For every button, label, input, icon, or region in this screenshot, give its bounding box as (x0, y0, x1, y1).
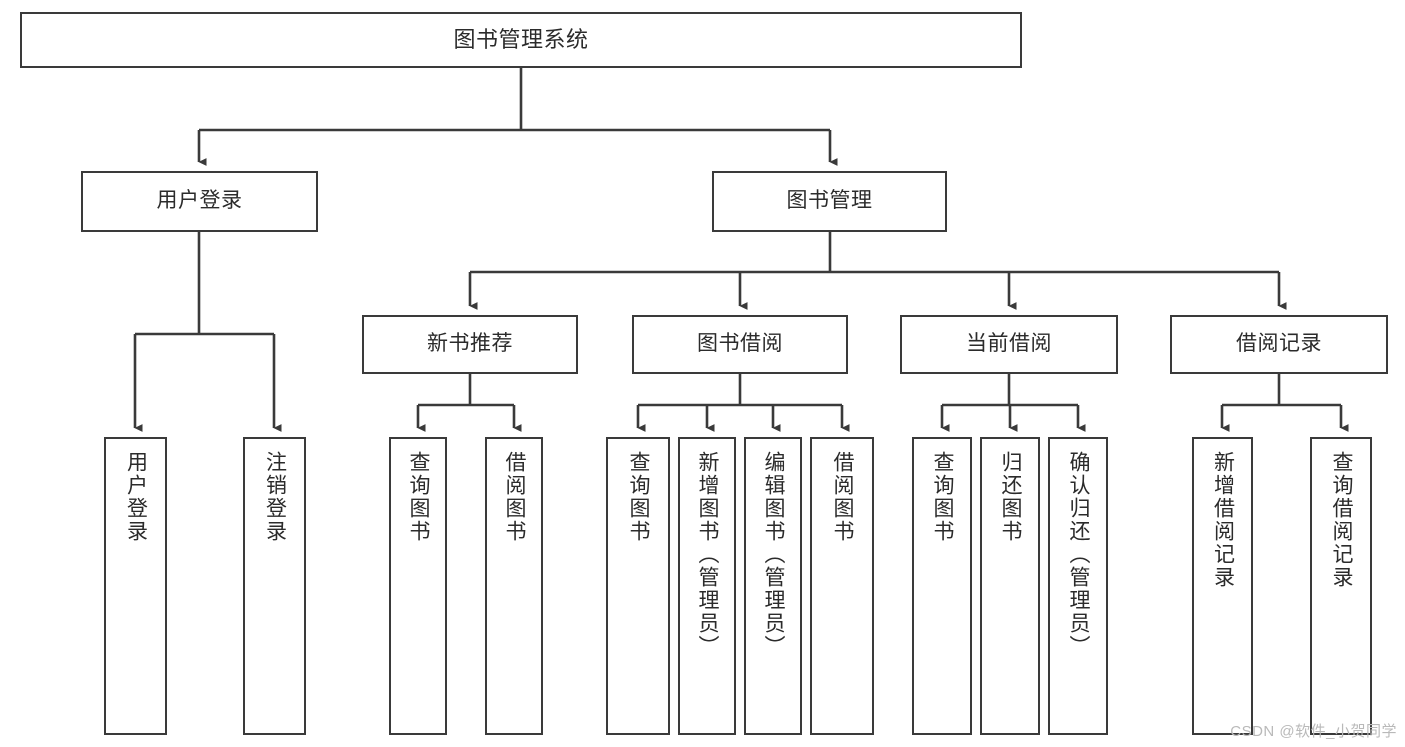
node-leaf-bookborrow-query-book[interactable]: 查询图书 (606, 437, 670, 735)
node-leaf-bookborrow-borrow-book[interactable]: 借阅图书 (810, 437, 874, 735)
node-label: 确认归还（管理员） (1067, 451, 1091, 658)
node-label: 新增图书（管理员） (696, 451, 720, 658)
node-label: 查询图书 (627, 451, 651, 543)
node-label: 图书管理 (786, 189, 873, 213)
node-leaf-currentborrow-confirm-return[interactable]: 确认归还（管理员） (1048, 437, 1108, 735)
node-leaf-newbook-borrow-book[interactable]: 借阅图书 (485, 437, 543, 735)
node-mid-new-book-recommend[interactable]: 新书推荐 (362, 315, 578, 374)
csdn-watermark: CSDN @软件_小贺同学 (1230, 723, 1397, 740)
node-leaf-borrowrecord-query-record[interactable]: 查询借阅记录 (1310, 437, 1372, 735)
node-label: 注销登录 (263, 451, 287, 543)
node-label: 图书管理系统 (453, 27, 589, 53)
node-label: 借阅图书 (503, 451, 527, 543)
node-label: 借阅记录 (1236, 332, 1322, 356)
node-branch-user-login[interactable]: 用户登录 (81, 171, 318, 232)
node-label: 查询图书 (407, 451, 431, 543)
node-leaf-newbook-query-book[interactable]: 查询图书 (389, 437, 447, 735)
node-leaf-currentborrow-query-book[interactable]: 查询图书 (912, 437, 972, 735)
node-label: 当前借阅 (966, 332, 1052, 356)
node-label: 借阅图书 (831, 451, 855, 543)
node-label: 查询图书 (931, 451, 955, 543)
node-mid-borrow-record[interactable]: 借阅记录 (1170, 315, 1388, 374)
node-mid-current-borrow[interactable]: 当前借阅 (900, 315, 1118, 374)
node-label: 编辑图书（管理员） (762, 451, 786, 658)
node-branch-book-manage[interactable]: 图书管理 (712, 171, 947, 232)
node-leaf-user-login[interactable]: 用户登录 (104, 437, 167, 735)
node-label: 用户登录 (156, 189, 243, 213)
node-leaf-user-logout[interactable]: 注销登录 (243, 437, 306, 735)
node-label: 查询借阅记录 (1330, 451, 1354, 589)
node-root-system[interactable]: 图书管理系统 (20, 12, 1022, 68)
node-label: 新书推荐 (427, 332, 513, 356)
node-mid-book-borrow[interactable]: 图书借阅 (632, 315, 848, 374)
node-label: 新增借阅记录 (1211, 451, 1235, 589)
node-leaf-borrowrecord-add-record[interactable]: 新增借阅记录 (1192, 437, 1253, 735)
node-leaf-bookborrow-add-book[interactable]: 新增图书（管理员） (678, 437, 736, 735)
node-label: 用户登录 (124, 451, 148, 543)
node-leaf-bookborrow-edit-book[interactable]: 编辑图书（管理员） (744, 437, 802, 735)
node-label: 图书借阅 (697, 332, 783, 356)
node-leaf-currentborrow-return-book[interactable]: 归还图书 (980, 437, 1040, 735)
node-label: 归还图书 (999, 451, 1023, 543)
